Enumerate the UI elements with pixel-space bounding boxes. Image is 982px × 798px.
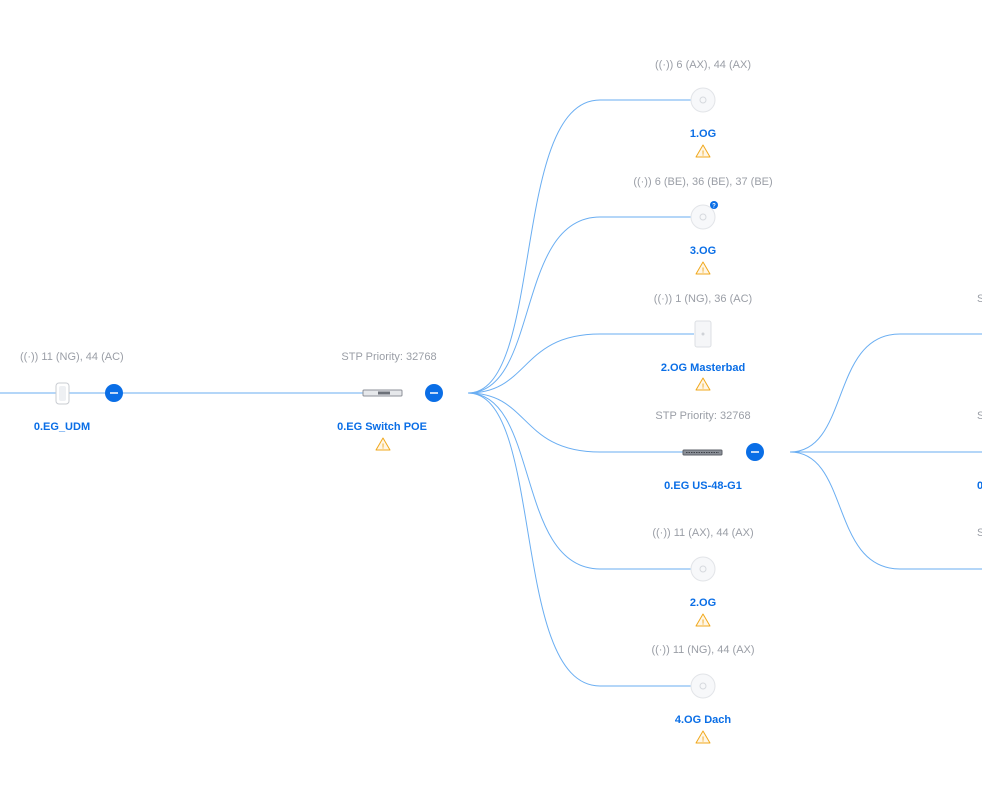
- warning-mark: !: [702, 268, 704, 275]
- stp-priority: STP Priority: 32768: [341, 351, 437, 363]
- channel-info: ((·)) 1 (NG), 36 (AC): [653, 293, 753, 305]
- link-line: [789, 333, 982, 453]
- access-point-icon[interactable]: [690, 556, 716, 582]
- stp-priority: STP Priority: 32768: [655, 410, 751, 422]
- warning-icon: [375, 437, 391, 451]
- channel-info: ((·)) 11 (NG), 44 (AX): [651, 644, 755, 656]
- link-line: [467, 392, 692, 687]
- offscreen-stp-label: S: [977, 293, 982, 305]
- device-name-1og[interactable]: 1.OG: [689, 128, 717, 140]
- wifi-signal-icon: ((·)): [652, 527, 671, 539]
- warning-mark: !: [382, 444, 384, 451]
- warning-mark: !: [702, 737, 704, 744]
- collapse-button[interactable]: [105, 384, 123, 402]
- channel-info: ((·)) 6 (BE), 36 (BE), 37 (BE): [633, 176, 773, 188]
- status-badge: ?: [710, 201, 718, 210]
- link-line: [467, 392, 684, 453]
- channel-info: ((·)) 11 (NG), 44 (AC): [20, 351, 124, 363]
- collapse-button[interactable]: [746, 443, 764, 461]
- wifi-signal-icon: ((·)): [633, 176, 652, 188]
- access-point-icon[interactable]: [690, 204, 716, 230]
- link-line: [467, 333, 694, 394]
- switch-icon[interactable]: [362, 389, 403, 397]
- svg-text:?: ?: [712, 204, 716, 210]
- channel-info: ((·)) 6 (AX), 44 (AX): [655, 59, 751, 71]
- warning-icon: [695, 261, 711, 275]
- warning-icon: [695, 730, 711, 744]
- warning-mark: !: [702, 620, 704, 627]
- device-name-udm[interactable]: 0.EG_UDM: [33, 421, 91, 433]
- access-point-icon[interactable]: [690, 87, 716, 113]
- warning-mark: !: [702, 151, 704, 158]
- device-name-2og-masterbad[interactable]: 2.OG Masterbad: [660, 362, 746, 374]
- collapse-button[interactable]: [425, 384, 443, 402]
- uplink-lines: [0, 99, 982, 687]
- device-name-3og[interactable]: 3.OG: [689, 245, 717, 257]
- offscreen-stp-label: S: [977, 410, 982, 422]
- offscreen-device-name[interactable]: 0.: [977, 480, 982, 492]
- wifi-signal-icon: ((·)): [653, 293, 673, 305]
- switch-icon[interactable]: [682, 449, 723, 456]
- link-line: [789, 451, 982, 570]
- wifi-signal-icon: ((·)): [20, 351, 39, 363]
- device-name-4og-dach[interactable]: 4.OG Dach: [674, 714, 732, 726]
- device-name-us48[interactable]: 0.EG US-48-G1: [664, 480, 742, 492]
- channel-info: ((·)) 11 (AX), 44 (AX): [652, 527, 754, 539]
- warning-icon: [695, 613, 711, 627]
- access-point-icon[interactable]: [690, 673, 716, 699]
- wifi-signal-icon: ((·)): [655, 59, 674, 71]
- offscreen-stp-label: S: [977, 527, 982, 539]
- link-line: [467, 99, 692, 394]
- wifi-signal-icon: ((·)): [651, 644, 670, 656]
- wall-access-point-icon[interactable]: [694, 320, 712, 348]
- gateway-icon[interactable]: [55, 382, 70, 405]
- link-line: [467, 216, 692, 394]
- device-name-2og[interactable]: 2.OG: [689, 597, 717, 609]
- warning-icon: [695, 377, 711, 391]
- device-name-switch-poe[interactable]: 0.EG Switch POE: [337, 421, 427, 433]
- warning-mark: !: [702, 384, 704, 391]
- warning-icon: [695, 144, 711, 158]
- link-line: [467, 392, 692, 570]
